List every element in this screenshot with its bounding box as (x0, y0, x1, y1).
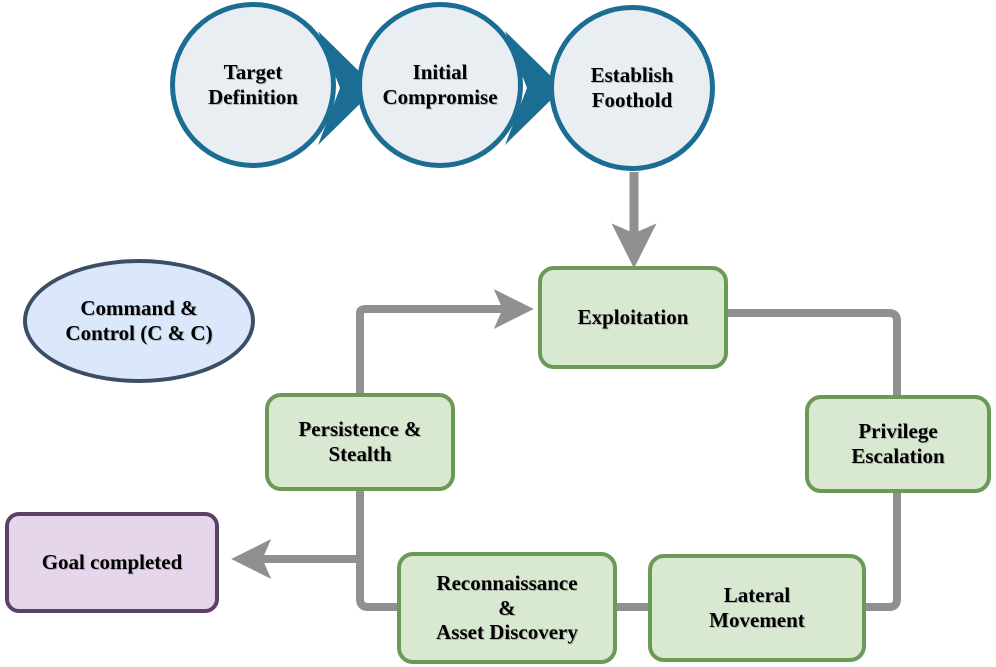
node-label: Persistence & Stealth (298, 417, 422, 466)
node-label: Establish Foothold (590, 63, 674, 112)
chevron-arrow-2 (505, 31, 563, 145)
node-privilege-escalation[interactable]: Privilege Escalation (805, 395, 991, 493)
chevron-arrow-1 (318, 31, 376, 145)
node-label: Reconnaissance & Asset Discovery (436, 570, 578, 645)
node-label: Target Definition (208, 60, 298, 109)
node-label: Initial Compromise (382, 60, 498, 109)
connector-privilege-to-lateral (866, 492, 901, 611)
node-label: Goal completed (41, 550, 183, 575)
connector-persistence-to-exploitation (356, 289, 534, 393)
connector-exploitation-to-privilege (728, 309, 901, 395)
node-persistence-stealth[interactable]: Persistence & Stealth (265, 393, 455, 491)
node-reconnaissance-asset-discovery[interactable]: Reconnaissance & Asset Discovery (397, 552, 617, 664)
node-label: Lateral Movement (709, 583, 805, 632)
node-label: Command & Control (C & C) (65, 296, 213, 345)
node-target-definition[interactable]: Target Definition (170, 2, 336, 168)
node-label: Privilege Escalation (851, 419, 945, 468)
node-command-and-control[interactable]: Command & Control (C & C) (23, 259, 255, 383)
node-goal-completed[interactable]: Goal completed (5, 512, 219, 613)
node-establish-foothold[interactable]: Establish Foothold (549, 5, 715, 171)
node-lateral-movement[interactable]: Lateral Movement (648, 554, 866, 662)
node-label: Exploitation (577, 305, 689, 330)
node-exploitation[interactable]: Exploitation (538, 266, 728, 369)
node-initial-compromise[interactable]: Initial Compromise (357, 2, 523, 168)
connector-reconnaissance-to-persistence (356, 490, 397, 611)
